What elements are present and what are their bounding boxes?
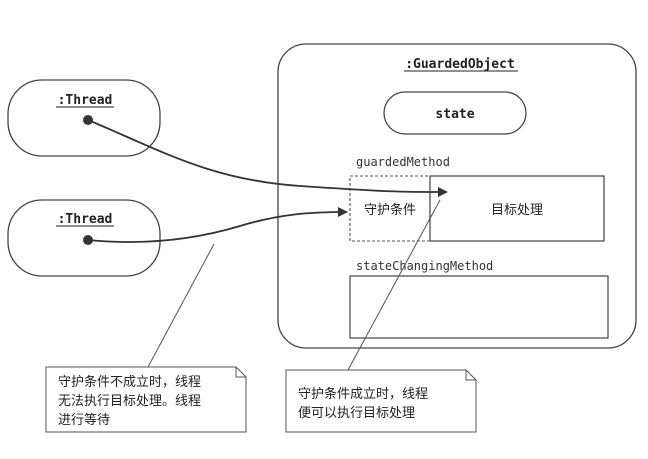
target-processing-box bbox=[429, 175, 605, 242]
guarded-object-title: :GuardedObject bbox=[405, 57, 515, 72]
state-label: state bbox=[435, 107, 474, 122]
guard-condition-label: 守护条件 bbox=[364, 202, 416, 218]
left-note-line-3: 进行等待 bbox=[58, 412, 110, 428]
state-changing-method-box bbox=[349, 275, 609, 339]
thread-top-label: :Thread bbox=[58, 93, 113, 108]
left-note-fold bbox=[235, 367, 246, 378]
left-note-line-1: 守护条件不成立时，线程 bbox=[58, 374, 201, 390]
right-note-line-1: 守护条件成立时，线程 bbox=[298, 386, 428, 402]
right-note-pointer bbox=[347, 199, 441, 371]
right-note-fold bbox=[465, 370, 476, 381]
target-processing-label: 目标处理 bbox=[491, 203, 543, 218]
thread-bottom-label: :Thread bbox=[58, 212, 113, 227]
left-note-line-2: 无法执行目标处理。线程 bbox=[58, 394, 201, 409]
thread-bottom-arrow bbox=[87, 207, 348, 243]
right-note-line-2: 便可以执行目标处理 bbox=[298, 406, 415, 421]
state-changing-method-label: stateChangingMethod bbox=[356, 259, 493, 273]
left-note-box bbox=[45, 366, 247, 433]
right-note-box bbox=[285, 369, 477, 433]
thread-top-arrow bbox=[87, 119, 448, 197]
left-note-pointer bbox=[147, 243, 215, 368]
guarded-method-label: guardedMethod bbox=[356, 155, 450, 169]
state-box bbox=[383, 91, 527, 135]
guard-condition-box bbox=[349, 175, 431, 242]
